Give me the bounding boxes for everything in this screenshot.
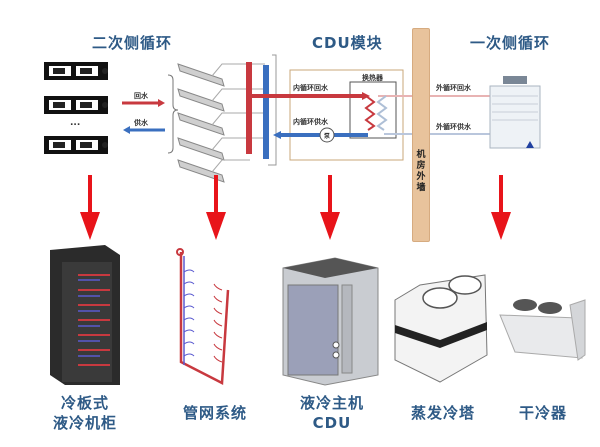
dry-cooler-image [499,299,586,361]
evaporative-tower-image [394,274,488,383]
cdu-module-title: CDU模块 [312,34,383,52]
wall-char: 外 [416,172,426,182]
cdu-module-box [289,69,404,161]
heat-exchanger-label: 换热器 [362,74,383,82]
manifold-bracket [268,54,277,166]
label-line: 冷板式 [60,394,109,412]
supply-arrow [123,126,165,134]
down-arrow [214,175,218,215]
cold-manifold [263,65,269,159]
label-line: CDU [312,414,352,432]
secondary-loop-title: 二次侧循环 [92,34,173,52]
cdu-unit-image [282,257,379,386]
pipe-network-image [176,248,230,385]
return-arrow [122,99,165,107]
outer-return-label: 外循环回水 [436,84,471,92]
supply-water-label: 供水 [134,119,148,127]
wall-char: 机 [416,150,426,160]
wall-char: 房 [416,161,426,171]
primary-loop-title: 一次侧循环 [470,34,551,52]
outer-supply-label: 外循环供水 [436,123,471,131]
label-line: 蒸发冷塔 [410,404,475,422]
machine-room-wall [412,28,430,242]
hot-coil [364,95,376,131]
wall-label: 机 房 外 墙 [413,150,429,194]
label-line: 液冷主机 [299,394,364,412]
heat-exchanger-box [349,81,397,139]
pump-icon [319,127,335,143]
down-arrows [80,175,511,240]
hot-manifold [246,62,252,154]
cold-coil [376,95,388,131]
inner-supply-label: 内循环供水 [293,118,328,126]
cold-plate-cabinet-label: 冷板式 液冷机柜 [40,393,130,433]
label-line: 干冷器 [518,404,567,422]
down-arrow [499,175,503,215]
evaporative-tower-label: 蒸发冷塔 [398,403,488,423]
cdu-unit-label: 液冷主机 CDU [282,393,382,433]
ellipsis-label: ... [70,118,81,128]
pump-label: 泵 [324,133,331,140]
rack-cabinet-image [50,245,120,385]
label-line: 管网系统 [182,404,247,422]
brace [167,74,179,154]
inner-return-label: 内循环回水 [293,84,328,92]
cold-plates [177,63,225,183]
pipe-network-label: 管网系统 [170,403,260,423]
dry-cooler-label: 干冷器 [503,403,583,423]
down-arrow [88,175,92,215]
cooling-tower-schematic [489,76,541,149]
wall-char: 墙 [416,183,426,193]
label-line: 液冷机柜 [52,414,117,432]
plate-connectors [211,63,265,173]
return-water-label: 回水 [134,92,148,100]
server-unit [44,96,108,114]
server-unit [44,62,108,80]
server-unit [44,136,108,154]
down-arrow [328,175,332,215]
